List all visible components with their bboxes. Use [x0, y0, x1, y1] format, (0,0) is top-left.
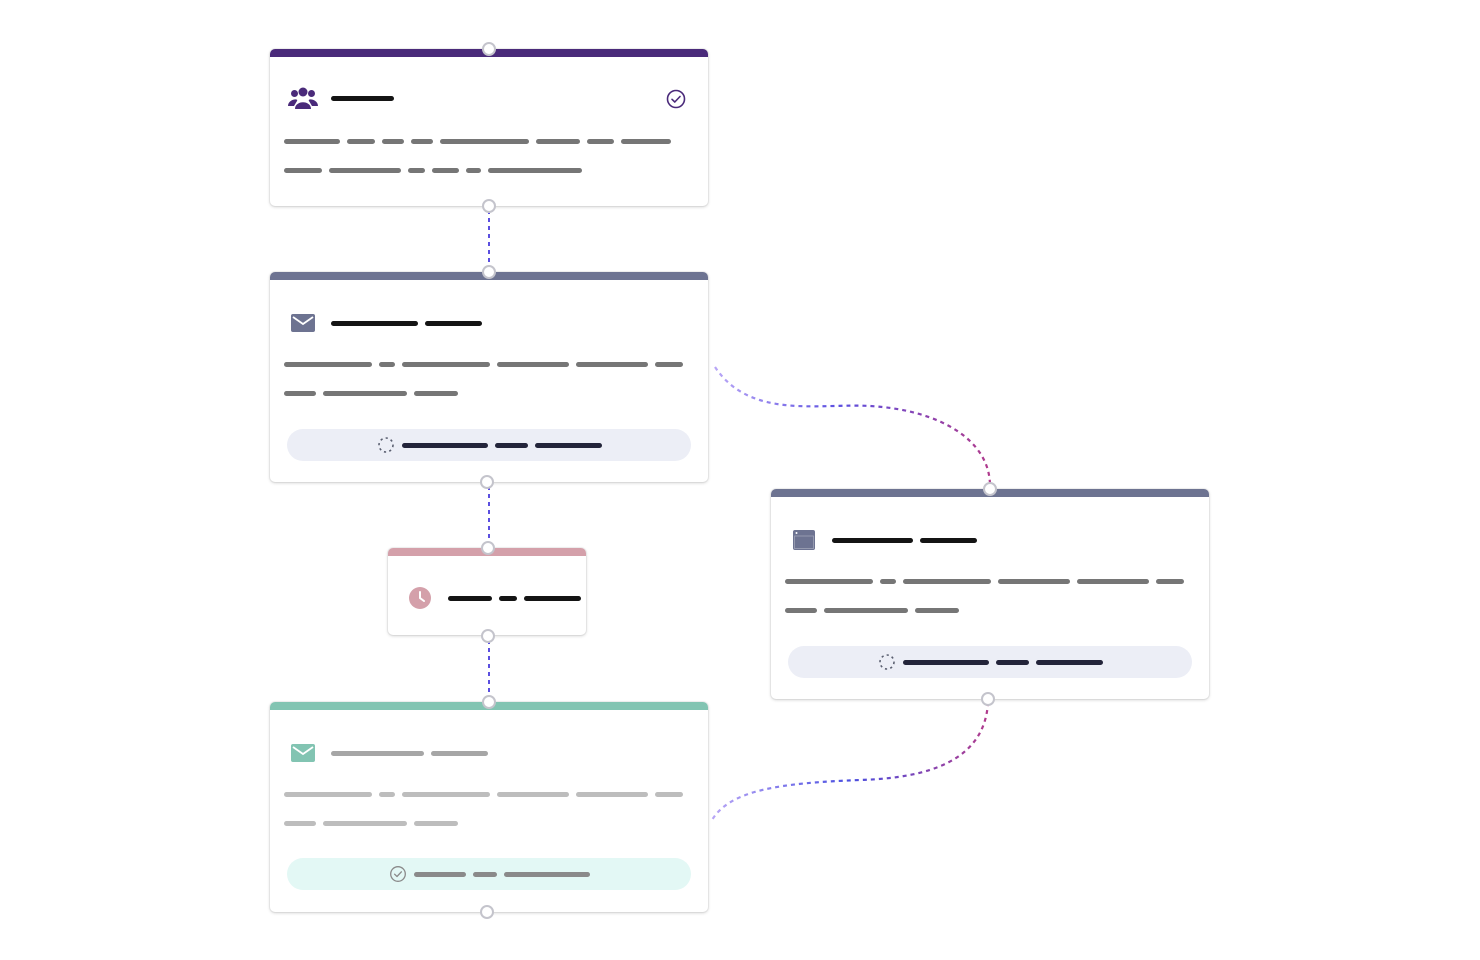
envelope-icon [288, 308, 318, 338]
spinner-icon [878, 654, 895, 670]
input-port[interactable] [482, 695, 496, 709]
output-port[interactable] [481, 629, 495, 643]
node-title-placeholder [331, 320, 418, 326]
node-description-line [284, 168, 582, 173]
input-port[interactable] [983, 482, 997, 496]
input-port[interactable] [481, 541, 495, 555]
node-wait[interactable] [388, 548, 586, 635]
connector-email-to-page [714, 366, 992, 487]
output-port[interactable] [981, 692, 995, 706]
node-description-line [284, 792, 683, 797]
spinner-icon [377, 437, 394, 453]
clock-icon [405, 583, 435, 613]
node-status-pill [287, 858, 691, 890]
input-port[interactable] [482, 42, 496, 56]
node-description-line [284, 139, 671, 144]
node-audience[interactable] [270, 49, 708, 206]
node-description-line [284, 391, 458, 396]
output-port[interactable] [480, 475, 494, 489]
node-title-placeholder [448, 595, 492, 601]
node-follow-up-email[interactable] [270, 702, 708, 912]
check-circle-icon [389, 866, 406, 882]
connector-page-to-followup [711, 701, 990, 821]
node-title-placeholder [331, 750, 424, 756]
node-description-line [284, 362, 683, 367]
node-description-line [785, 608, 959, 613]
node-status-pill [788, 646, 1192, 678]
node-status-pill [287, 429, 691, 461]
node-open-page[interactable] [771, 489, 1209, 699]
browser-window-icon [789, 525, 819, 555]
node-send-email[interactable] [270, 272, 708, 482]
check-circle-icon [666, 89, 686, 109]
node-description-line [284, 821, 458, 826]
output-port[interactable] [482, 199, 496, 213]
node-title-placeholder [832, 537, 913, 543]
input-port[interactable] [482, 265, 496, 279]
users-icon [288, 83, 318, 113]
envelope-icon [288, 738, 318, 768]
node-title-placeholder [331, 95, 394, 101]
node-description-line [785, 579, 1184, 584]
output-port[interactable] [480, 905, 494, 919]
